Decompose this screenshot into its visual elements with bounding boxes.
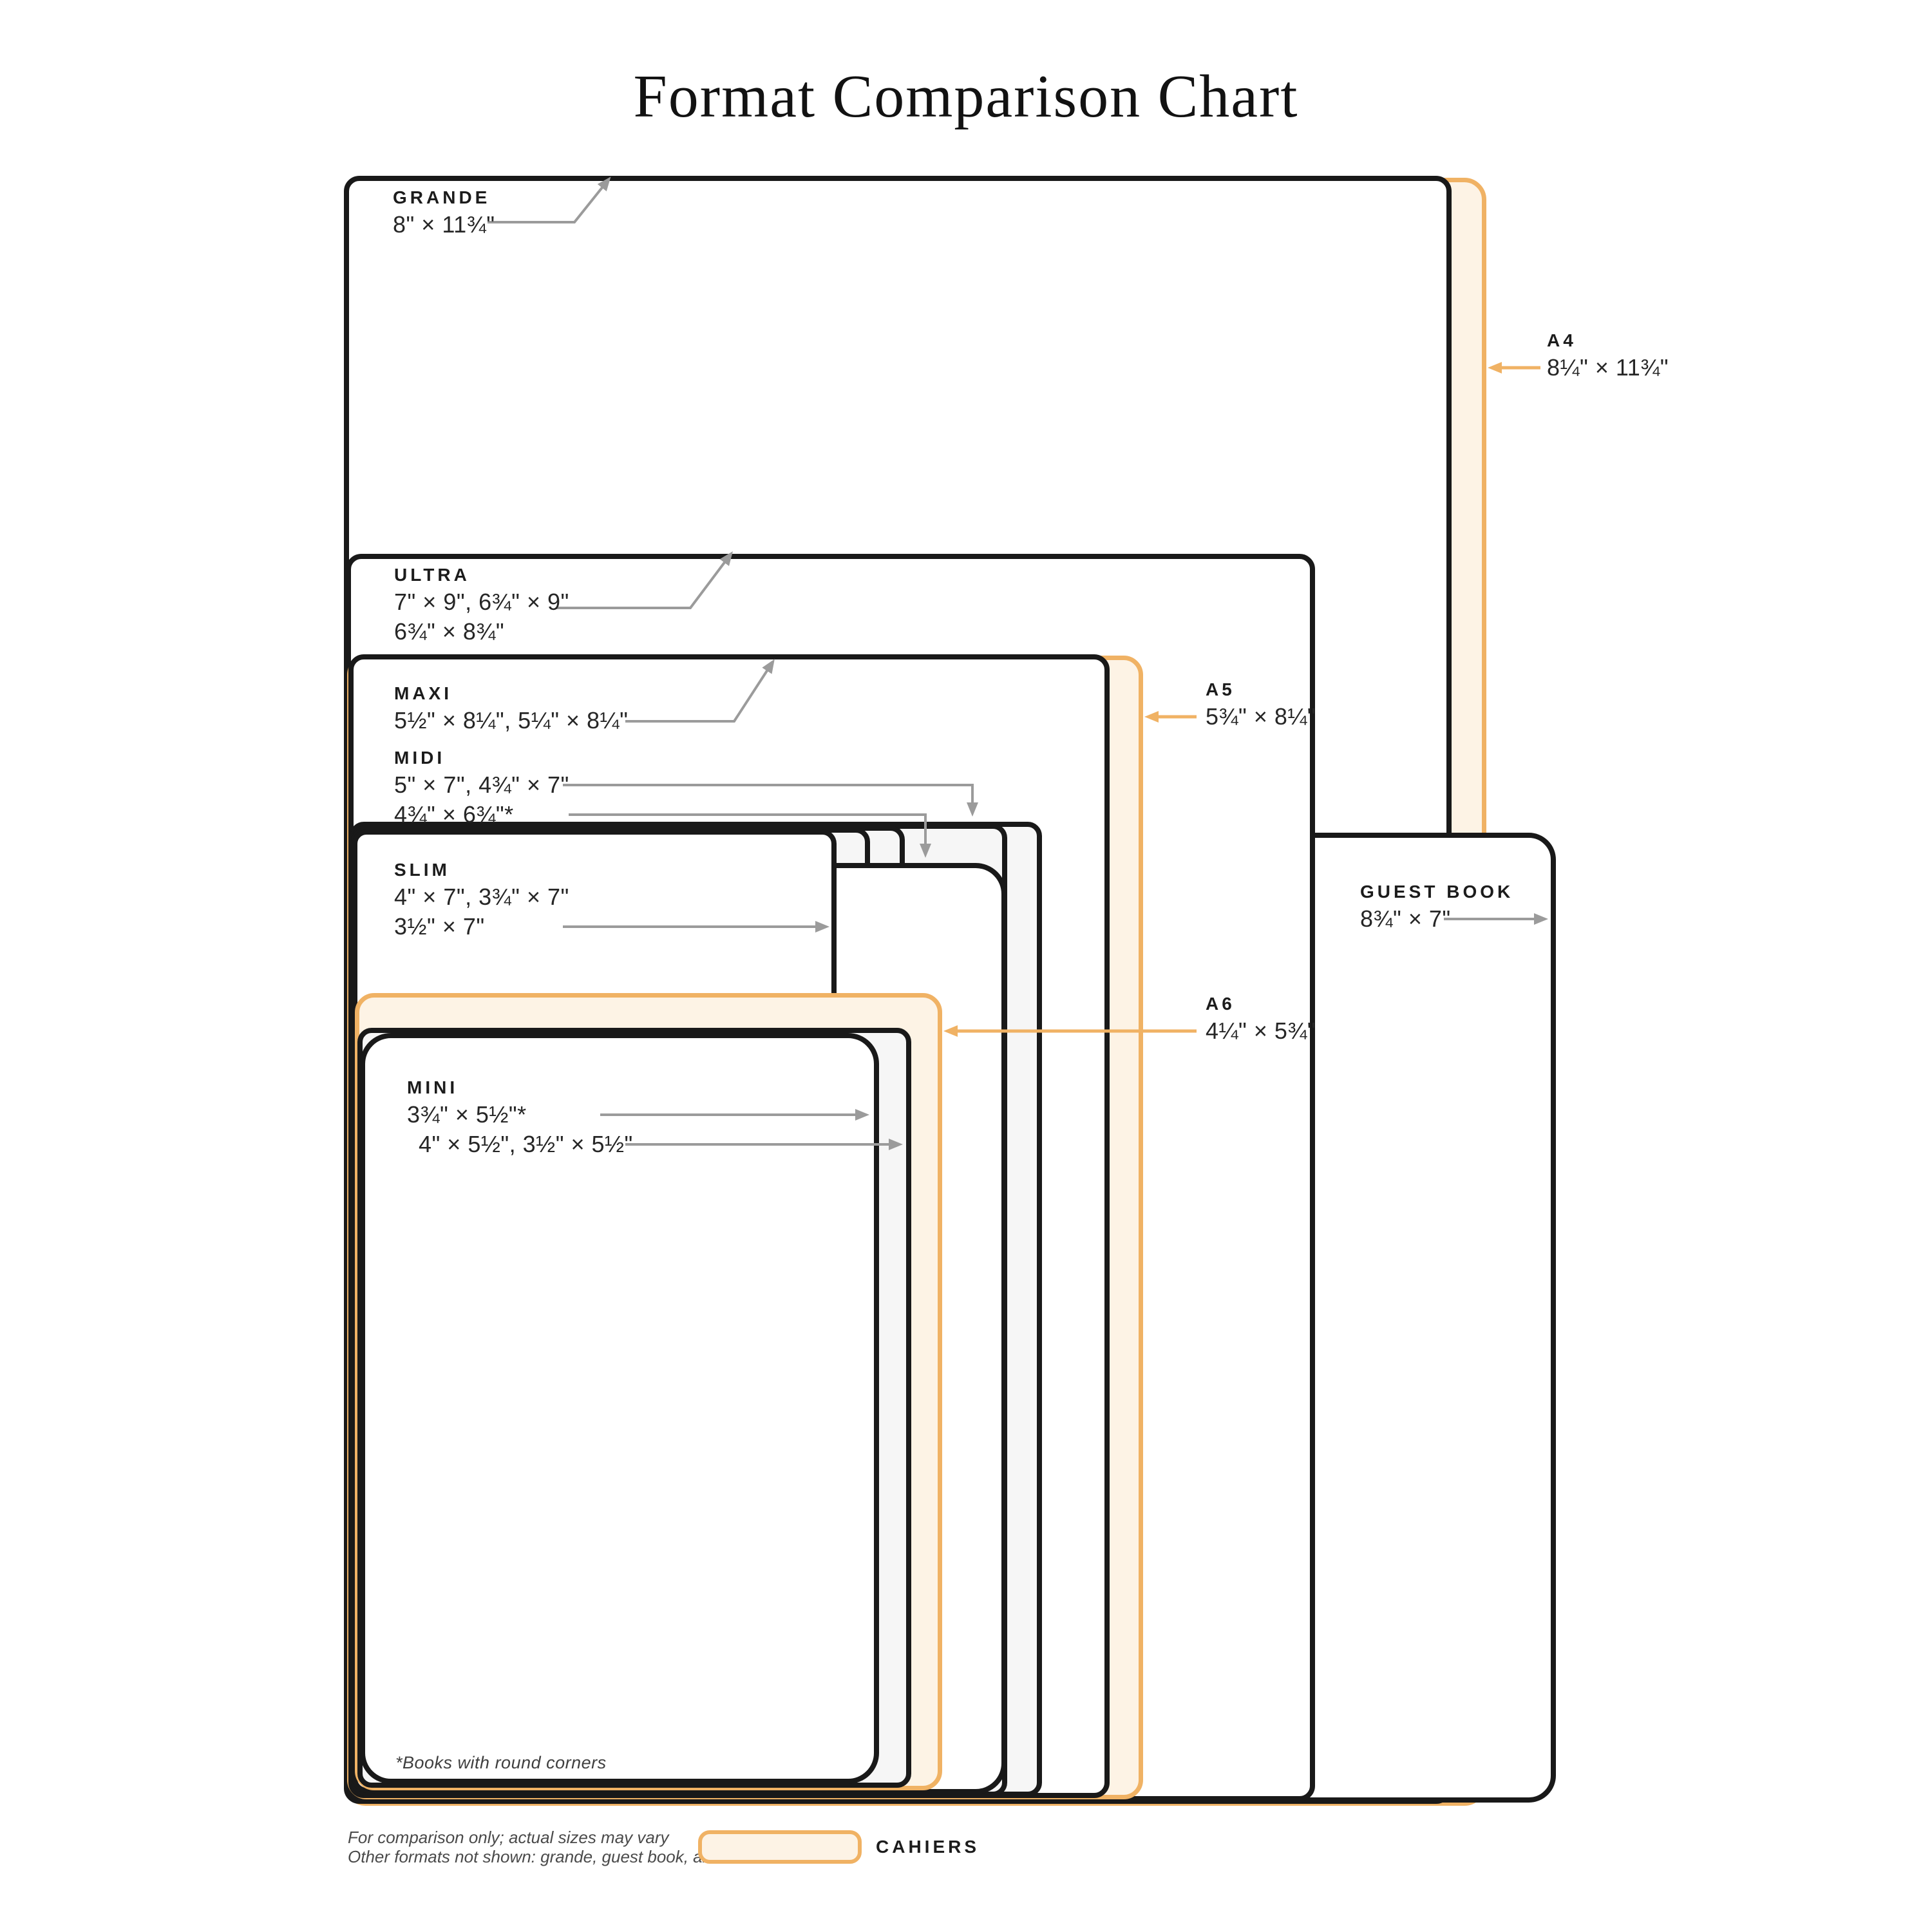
- footer-line: For comparison only; actual sizes may va…: [348, 1828, 669, 1847]
- format-name: GUEST BOOK: [1360, 882, 1514, 902]
- format-name: A6: [1206, 994, 1235, 1014]
- format-size: 5½" × 8¼", 5¼" × 8¼": [394, 707, 629, 734]
- label-ultra: ULTRA 7" × 9", 6¾" × 9" 6¾" × 8¾": [394, 563, 569, 647]
- footer-disclaimer: For comparison only; actual sizes may va…: [348, 1828, 746, 1866]
- format-size: 6¾" × 8¾": [394, 618, 505, 645]
- label-midi: MIDI 5" × 7", 4¾" × 7" 4¾" × 6¾"*: [394, 746, 569, 829]
- round-corners-footnote: *Books with round corners: [395, 1753, 607, 1772]
- label-maxi: MAXI 5½" × 8¼", 5¼" × 8¼": [394, 681, 628, 735]
- format-name: A5: [1206, 679, 1235, 699]
- format-name: MINI: [407, 1077, 459, 1097]
- format-size: 8¼" × 11¾": [1547, 354, 1669, 381]
- format-size: 5" × 7", 4¾" × 7": [394, 772, 569, 798]
- format-name: ULTRA: [394, 565, 470, 585]
- format-size: 4¼" × 5¾": [1206, 1018, 1316, 1044]
- format-size: 8¾" × 7": [1360, 905, 1451, 932]
- format-name: MIDI: [394, 748, 446, 768]
- label-a4: A4 8¼" × 11¾": [1547, 328, 1669, 383]
- label-mini: MINI 3¾" × 5½"* 4" × 5½", 3½" × 5½": [407, 1075, 633, 1159]
- page-title: Format Comparison Chart: [633, 63, 1299, 130]
- format-name: MAXI: [394, 683, 452, 703]
- format-size: 7" × 9", 6¾" × 9": [394, 589, 569, 615]
- format-name: GRANDE: [393, 187, 491, 207]
- label-slim: SLIM 4" × 7", 3¾" × 7" 3½" × 7": [394, 858, 569, 942]
- box-mini-round-3.75x5.5: [360, 1033, 879, 1784]
- format-name: A4: [1547, 330, 1577, 350]
- format-name: SLIM: [394, 860, 450, 880]
- format-size: 4¾" × 6¾"*: [394, 801, 514, 828]
- label-grande: GRANDE 8" × 11¾": [393, 185, 495, 240]
- cahiers-legend-swatch: [698, 1830, 862, 1864]
- format-size: 4" × 5½", 3½" × 5½": [419, 1131, 633, 1157]
- format-size: 3½" × 7": [394, 913, 485, 940]
- footer-line: Other formats not shown: grande, guest b…: [348, 1847, 746, 1866]
- format-size: 8" × 11¾": [393, 211, 495, 238]
- format-size: 4" × 7", 3¾" × 7": [394, 884, 569, 910]
- label-guest-book: GUEST BOOK 8¾" × 7": [1360, 880, 1513, 934]
- format-size: 5¾" × 8¼": [1206, 703, 1316, 730]
- cahiers-legend-label: CAHIERS: [876, 1837, 980, 1857]
- label-a6: A6 4¼" × 5¾": [1206, 992, 1316, 1046]
- label-a5: A5 5¾" × 8¼": [1206, 677, 1316, 732]
- format-size: 3¾" × 5½"*: [407, 1101, 527, 1128]
